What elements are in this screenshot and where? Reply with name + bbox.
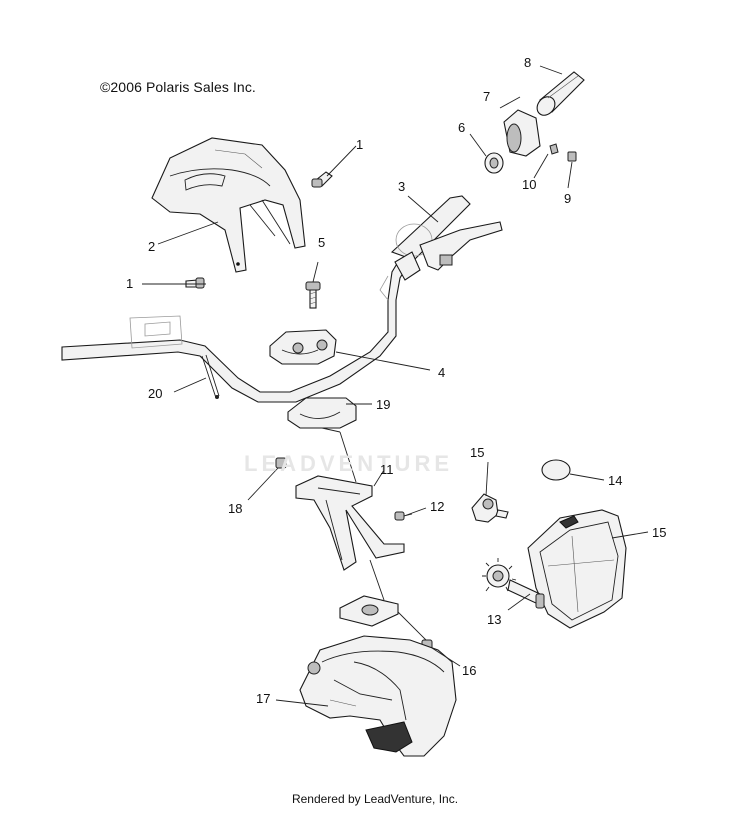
- callout-8: 8: [524, 55, 532, 70]
- footer-credit: Rendered by LeadVenture, Inc.: [291, 792, 459, 806]
- part-11-bracket: [295, 475, 405, 571]
- callout-6: 6: [458, 120, 466, 135]
- callout-20: 20: [148, 386, 163, 401]
- part-14-lens-cap: [541, 459, 571, 481]
- callout-2: 2: [148, 239, 156, 254]
- watermark-text: LEADVENTURE: [244, 451, 454, 476]
- part-6-washer: [484, 152, 504, 174]
- callout-13: 13: [487, 612, 502, 627]
- part-3-lever-assembly: [379, 195, 503, 301]
- callout-11: 11: [380, 462, 394, 477]
- part-15-bulb: [471, 493, 509, 523]
- callout-4: 4: [438, 365, 446, 380]
- part-12-screw: [394, 511, 413, 521]
- callout-5: 5: [318, 235, 326, 250]
- copyright-text: ©2006 Polaris Sales Inc.: [100, 79, 256, 95]
- part-19-clamp-lower: [287, 397, 357, 429]
- callout-16: 16: [462, 663, 477, 678]
- callout-3: 3: [398, 179, 406, 194]
- callout-10: 10: [522, 177, 537, 192]
- leader-lines: [142, 65, 649, 707]
- callout-14: 14: [608, 473, 623, 488]
- callout-12: 12: [430, 499, 445, 514]
- part-2-handlebar-cover: [151, 137, 306, 273]
- part-mount-plate: [339, 595, 399, 627]
- callout-15-headlight: 15: [652, 525, 667, 540]
- part-4-clamp-upper: [269, 329, 337, 365]
- callout-1-left: 1: [126, 276, 134, 291]
- callout-15-bulb: 15: [470, 445, 485, 460]
- callout-18: 18: [228, 501, 243, 516]
- part-10-screw: [549, 143, 559, 155]
- part-17-lower-housing: [299, 635, 457, 757]
- part-13-socket: [482, 558, 545, 609]
- part-20-handlebar: [61, 261, 407, 403]
- part-5-bolt: [305, 281, 321, 309]
- part-7-grip-housing: [503, 109, 541, 157]
- callout-17: 17: [256, 691, 271, 706]
- callout-9: 9: [564, 191, 572, 206]
- callout-7: 7: [483, 89, 491, 104]
- part-15-headlight: [527, 509, 627, 629]
- part-18-nut: [275, 457, 287, 469]
- part-9-nut: [567, 151, 577, 162]
- callout-19: 19: [376, 397, 391, 412]
- callout-1-upper: 1: [356, 137, 364, 152]
- assembly-lines: [321, 427, 427, 641]
- part-1-bolt-left: [185, 277, 205, 289]
- part-8-grip: [536, 71, 585, 116]
